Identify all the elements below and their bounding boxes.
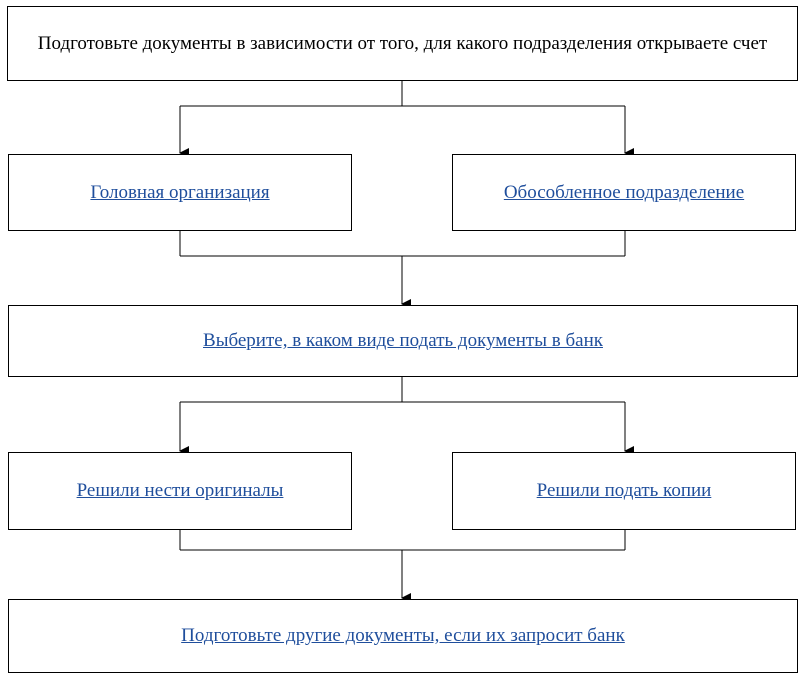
node-copies: Решили подать копии: [452, 452, 796, 530]
node-choose-format: Выберите, в каком виде подать документы …: [8, 305, 798, 377]
node-separate-division: Обособленное подразделение: [452, 154, 796, 231]
node-prepare-documents-text: Подготовьте документы в зависимости от т…: [37, 32, 768, 54]
copies-link[interactable]: Решили подать копии: [536, 480, 712, 501]
choose-format-link[interactable]: Выберите, в каком виде подать документы …: [203, 330, 603, 351]
node-head-organization: Головная организация: [8, 154, 352, 231]
originals-link[interactable]: Решили нести оригиналы: [76, 480, 284, 501]
node-other-documents: Подготовьте другие документы, если их за…: [8, 599, 798, 673]
separate-division-link[interactable]: Обособленное подразделение: [503, 181, 745, 203]
node-prepare-documents: Подготовьте документы в зависимости от т…: [7, 6, 798, 81]
node-originals: Решили нести оригиналы: [8, 452, 352, 530]
other-documents-link[interactable]: Подготовьте другие документы, если их за…: [181, 625, 625, 646]
head-organization-link[interactable]: Головная организация: [90, 181, 270, 203]
